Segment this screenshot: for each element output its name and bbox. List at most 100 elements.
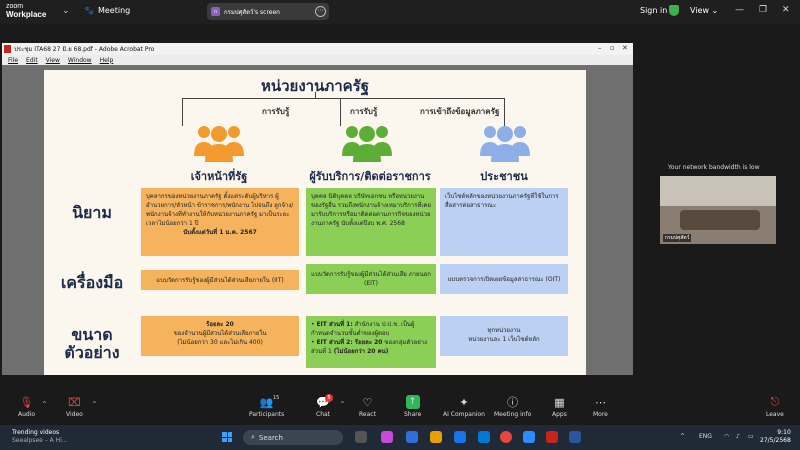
people-green-icon — [342, 126, 392, 162]
menu-file[interactable]: File — [8, 56, 19, 64]
bandwidth-note: Your network bandwidth is low — [668, 164, 760, 171]
acrobat-title-bar: ประชุม ITA68 27 มิ.ย 68.pdf - Adobe Acro… — [2, 43, 633, 55]
audio-button[interactable]: 🎙 Audio — [18, 395, 35, 419]
video-options-caret-icon[interactable]: ^ — [92, 401, 98, 408]
size-service-box: • EIT ส่วนที่ 1: สำนักงาน ป.ป.ช. เป็นผู้… — [306, 316, 436, 368]
tool-official-box: แบบวัดการรับรู้ของผู้มีส่วนได้ส่วนเสียภา… — [141, 270, 299, 290]
folder-icon[interactable] — [454, 431, 466, 443]
tool-public-box: แบบตรวจการเปิดเผยข้อมูลสาธารณะ (OIT) — [440, 264, 568, 294]
ai-companion-button[interactable]: ✦ AI Companion — [443, 395, 485, 419]
apps-button[interactable]: ▦ Apps — [552, 395, 567, 419]
menu-window[interactable]: Window — [67, 56, 92, 64]
taskbar-search[interactable]: ⌕ Search — [243, 430, 343, 445]
meeting-info-label: Meeting info — [494, 411, 532, 418]
more-dots-icon: ⋯ — [594, 395, 606, 409]
view-label: View — [690, 6, 709, 15]
wifi-icon[interactable]: ◠ — [724, 433, 730, 440]
more-options-icon[interactable]: ⋯ — [315, 6, 326, 17]
acrobat-app-icon[interactable] — [546, 431, 558, 443]
video-label: Video — [66, 411, 83, 418]
shield-icon[interactable] — [669, 5, 679, 16]
more-button[interactable]: ⋯ More — [593, 395, 608, 419]
column-head-service: ผู้รับบริการ/ติดต่อราชการ — [309, 170, 431, 183]
language-indicator[interactable]: ENG — [699, 433, 712, 440]
size-official-bold: ร้อยละ 20 — [206, 321, 234, 328]
participant-video-thumbnail[interactable]: กรมปศุสัตว์ — [660, 176, 776, 244]
acrobat-window: ประชุม ITA68 27 มิ.ย 68.pdf - Adobe Acro… — [2, 43, 633, 375]
people-blue-icon — [480, 126, 530, 162]
participants-label: Participants — [249, 411, 285, 418]
mic-muted-icon: 🎙 — [19, 395, 34, 409]
word-icon[interactable] — [569, 431, 581, 443]
definition-service-box: บุคคล นิติบุคคล บริษัทเอกชน หรือหน่วยงาน… — [306, 188, 436, 256]
tray-chevron-icon[interactable]: ^ — [680, 433, 686, 440]
menu-help[interactable]: Help — [99, 56, 114, 64]
branch-label-1: การรับรู้ — [262, 107, 290, 116]
paw-icon: 🐾 — [84, 6, 94, 15]
meeting-menu[interactable]: 🐾 Meeting — [84, 6, 130, 15]
restore-icon[interactable]: ❐ — [759, 5, 768, 15]
copilot-icon[interactable] — [381, 431, 393, 443]
definition-public-text: เว็บไซต์หลักของหน่วยงานภาครัฐที่ใช้ในการ… — [445, 193, 559, 209]
zoom-app-icon[interactable] — [523, 431, 535, 443]
explorer-icon[interactable] — [430, 431, 442, 443]
acrobat-minimize-icon[interactable]: – — [598, 44, 602, 52]
meeting-label: Meeting — [97, 6, 131, 15]
chat-options-caret-icon[interactable]: ^ — [340, 401, 346, 408]
sharer-avatar-icon: ก — [211, 7, 220, 16]
share-button[interactable]: ↑ Share — [404, 395, 421, 418]
participants-button[interactable]: 👥 Participants — [249, 395, 285, 419]
battery-icon[interactable]: ▭ — [748, 433, 754, 440]
view-menu[interactable]: View ⌄ — [690, 6, 719, 15]
leave-label: Leave — [766, 411, 784, 418]
share-screen-pill[interactable]: ก กรมปศุสัตว์'s screen ⋯ — [207, 3, 329, 20]
menu-edit[interactable]: Edit — [26, 56, 38, 64]
minimize-icon[interactable]: — — [735, 5, 744, 15]
meeting-info-button[interactable]: ⓘ Meeting info — [494, 395, 531, 418]
size-official-line2: (ไม่น้อยกว่า 30 และไม่เกิน 400) — [177, 339, 263, 346]
tool-service-text: แบบวัดการรับรู้ของผู้มีส่วนได้ส่วนเสีย ภ… — [311, 271, 431, 287]
chat-badge: 5 — [325, 394, 333, 402]
row-label-definition: นิยาม — [72, 203, 112, 222]
definition-service-text: บุคคล นิติบุคคล บริษัทเอกชน หรือหน่วยงาน… — [311, 193, 431, 227]
ai-sparkle-icon: ✦ — [459, 395, 469, 409]
chevron-down-icon[interactable]: ⌄ — [62, 6, 70, 16]
size-public-line2: หน่วยงานละ 1 เว็บไซต์หลัก — [468, 336, 540, 343]
definition-public-box: เว็บไซต์หลักของหน่วยงานภาครัฐที่ใช้ในการ… — [440, 188, 568, 256]
definition-official-box: บุคลากรของหน่วยงานภาครัฐ ตั้งแต่ระดับผู้… — [141, 188, 299, 256]
widgets-news[interactable]: Trending videos Seealpsee – A Hi... — [12, 429, 68, 445]
teams-icon[interactable] — [406, 431, 418, 443]
close-icon[interactable]: ✕ — [782, 5, 790, 15]
acrobat-close-icon[interactable]: ✕ — [622, 44, 628, 52]
clock[interactable]: 9:10 27/5/2568 — [760, 429, 791, 445]
zoom-logo: zoom Workplace — [6, 3, 46, 19]
acrobat-restore-icon[interactable]: ▫ — [610, 44, 615, 52]
connector-line — [504, 98, 505, 126]
size-official-box: ร้อยละ 20 ของจำนวนผู้มีส่วนได้ส่วนเสียภา… — [141, 316, 299, 356]
share-arrow-icon: ↑ — [405, 395, 420, 409]
windows-taskbar: Trending videos Seealpsee – A Hi... ⌕ Se… — [0, 425, 800, 450]
mail-icon[interactable] — [478, 431, 490, 443]
acrobat-menu-bar: File Edit View Window Help — [2, 55, 633, 65]
video-off-icon: ⌧ — [68, 395, 81, 409]
sign-in-link[interactable]: Sign in — [640, 6, 668, 15]
chat-label: Chat — [316, 411, 331, 418]
task-view-icon[interactable] — [355, 431, 367, 443]
audio-options-caret-icon[interactable]: ^ — [42, 401, 48, 408]
participants-count: 15 — [273, 395, 280, 401]
clock-date: 27/5/2568 — [760, 437, 791, 444]
speaker-icon[interactable]: ♪ — [736, 433, 740, 440]
windows-start-icon[interactable] — [222, 432, 232, 442]
size-service-1-text: สำนักงาน ป.ป.ช. เป็นผู้กำหนดจำนวนขั้นต่ำ… — [311, 321, 415, 337]
menu-view[interactable]: View — [45, 56, 60, 64]
react-button[interactable]: ♡ React — [359, 395, 376, 419]
size-public-line1: ทุกหน่วยงาน — [487, 327, 521, 334]
chrome-icon[interactable] — [500, 431, 512, 443]
definition-official-bold: นับตั้งแต่วันที่ 1 ม.ค. 2567 — [183, 229, 257, 236]
leave-button[interactable]: ⎋ Leave — [766, 395, 784, 418]
more-label: More — [593, 411, 608, 418]
video-button[interactable]: ⌧ Video — [66, 395, 83, 419]
zoom-toolbar: 🎙 Audio ^ ⌧ Video ^ 👥 Participants 15 💬 … — [0, 393, 800, 425]
slide: หน่วยงานภาครัฐ การรับรู้ การรับรู้ การเข… — [44, 70, 586, 375]
column-head-public: ประชาชน — [480, 170, 528, 183]
